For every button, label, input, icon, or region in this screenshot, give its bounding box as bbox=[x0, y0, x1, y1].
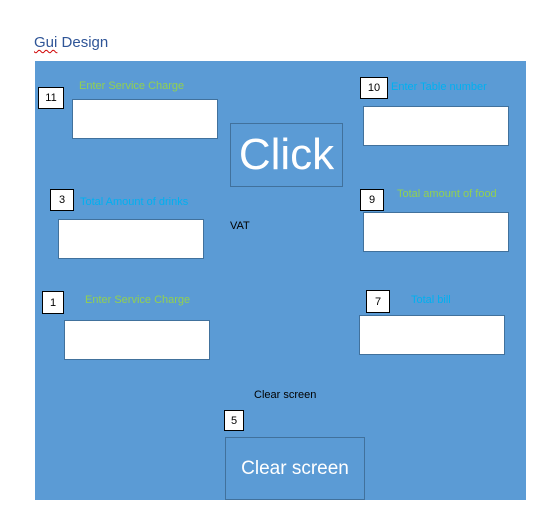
marker-10: 10 bbox=[360, 77, 388, 99]
marker-11: 11 bbox=[38, 87, 64, 109]
click-button[interactable]: Click bbox=[230, 123, 343, 187]
gui-canvas: 11 Enter Service Charge 10 Enter Table n… bbox=[35, 61, 526, 500]
table-number-label: Enter Table number bbox=[391, 81, 487, 93]
clear-screen-button[interactable]: Clear screen bbox=[225, 437, 365, 500]
marker-1: 1 bbox=[42, 291, 64, 314]
marker-5: 5 bbox=[224, 410, 244, 431]
food-total-input[interactable] bbox=[363, 212, 509, 252]
total-bill-input[interactable] bbox=[359, 315, 505, 355]
total-bill-label: Total bill bbox=[411, 294, 451, 306]
clear-screen-caption: Clear screen bbox=[254, 389, 317, 401]
title-word-design: Design bbox=[61, 34, 109, 51]
food-total-label: Total amount of food bbox=[397, 188, 497, 200]
service-charge-top-label: Enter Service Charge bbox=[79, 80, 185, 92]
table-number-input[interactable] bbox=[363, 106, 509, 146]
marker-9: 9 bbox=[360, 189, 384, 211]
title-word-gui: Gui bbox=[34, 34, 58, 51]
service-charge-bottom-label: Enter Service Charge bbox=[85, 294, 191, 306]
marker-3: 3 bbox=[50, 189, 74, 211]
document-title: Gui Design bbox=[34, 34, 108, 52]
marker-7: 7 bbox=[366, 290, 390, 313]
vat-label: VAT bbox=[230, 220, 250, 232]
drinks-total-input[interactable] bbox=[58, 219, 204, 259]
drinks-total-label: Total Amount of drinks bbox=[80, 196, 189, 208]
service-charge-bottom-input[interactable] bbox=[64, 320, 210, 360]
service-charge-top-input[interactable] bbox=[72, 99, 218, 139]
